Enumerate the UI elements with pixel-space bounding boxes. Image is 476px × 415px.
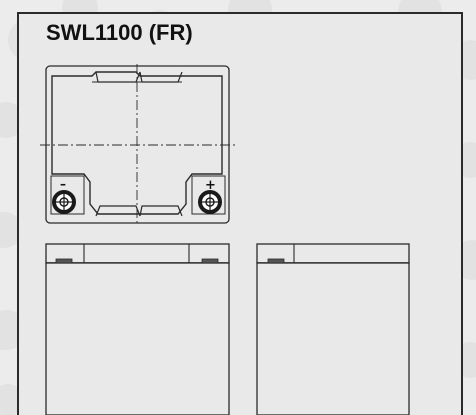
front-view-lid [45, 243, 230, 264]
side-terminal-lug [267, 258, 285, 264]
top-view [40, 64, 236, 224]
top-view-outline [45, 65, 230, 224]
model-title: SWL1100 (FR) [46, 20, 193, 45]
front-negative-lug [55, 258, 73, 264]
negative-symbol: – [60, 177, 66, 191]
side-view-body [256, 262, 410, 415]
negative-terminal: – [50, 175, 85, 215]
positive-terminal: + [191, 175, 226, 215]
bottom-vent-notch [95, 205, 141, 217]
top-view-lid [51, 71, 223, 215]
front-view-body [45, 262, 230, 415]
front-view [45, 243, 230, 415]
front-positive-lug [201, 258, 219, 264]
bottom-vent-notch-2 [139, 205, 183, 217]
positive-symbol: + [205, 178, 216, 193]
side-view [256, 243, 410, 415]
